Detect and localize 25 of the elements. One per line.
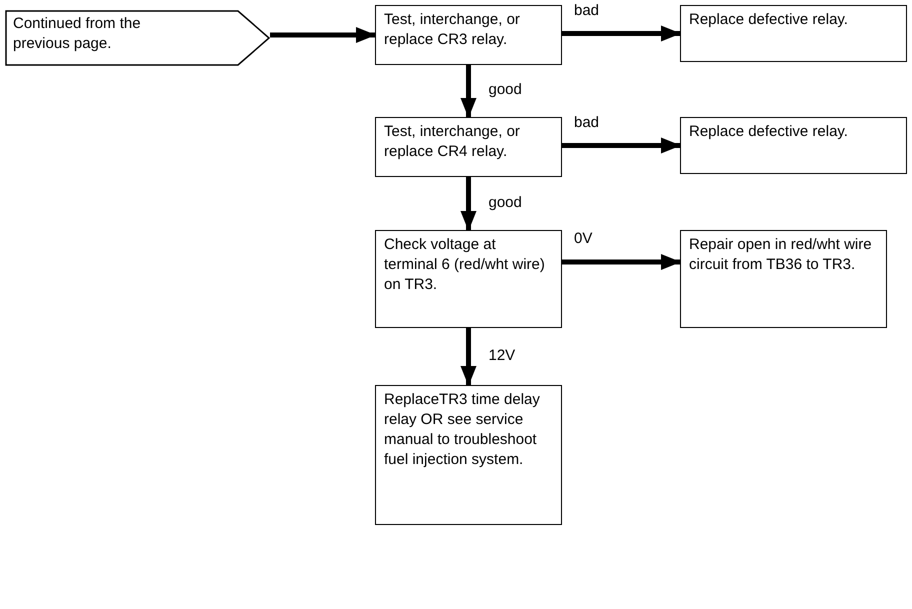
box-text: Continued from the previous page. <box>12 14 142 54</box>
arrow <box>460 177 476 231</box>
arrow <box>562 138 681 154</box>
process-box <box>375 230 562 328</box>
arrow <box>562 26 681 42</box>
arrow <box>460 328 476 386</box>
process-box <box>375 117 562 177</box>
process-box <box>680 230 887 328</box>
process-box <box>680 5 907 62</box>
box-text: ReplaceTR3 time delay relay OR see service manual to troubleshoot fuel injection system. <box>383 390 541 470</box>
box-text: Repair open in red/wht wire circuit from TB36 to TR3. <box>688 235 873 275</box>
process-box <box>375 385 562 525</box>
process-box <box>680 117 907 174</box>
box-text: Test, interchange, or replace CR4 relay. <box>383 122 521 162</box>
arrow <box>270 27 376 43</box>
box-text: Replace defective relay. <box>688 10 849 30</box>
box-text: Check voltage at terminal 6 (red/wht wire) on TR3. <box>383 235 546 295</box>
process-box <box>375 5 562 65</box>
edge-label: good <box>486 81 524 98</box>
box-text: Test, interchange, or replace CR3 relay. <box>383 10 521 50</box>
edge-label: good <box>486 194 524 210</box>
arrow <box>562 254 681 270</box>
start-pentagon <box>5 10 270 66</box>
box-text: Replace defective relay. <box>688 122 849 142</box>
arrow <box>460 65 476 118</box>
